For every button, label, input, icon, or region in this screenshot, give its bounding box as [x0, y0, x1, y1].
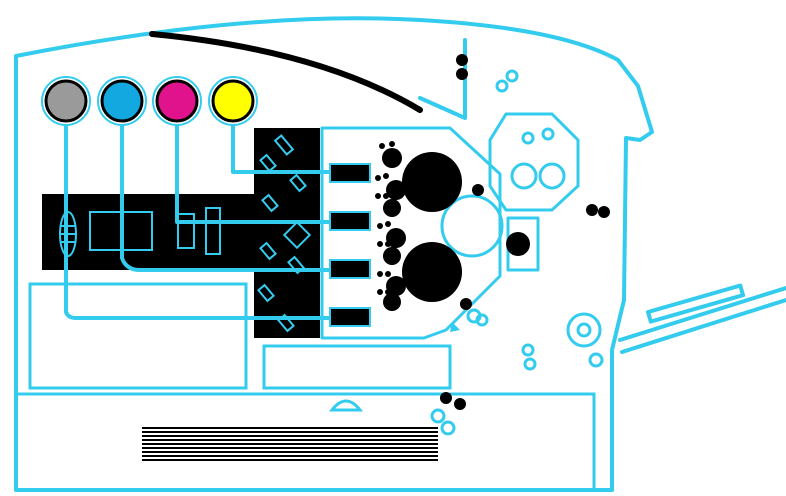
- pickup-roller: [568, 314, 600, 346]
- paper-tray: [16, 394, 594, 490]
- lower-left-box: [30, 284, 246, 388]
- cartridge-cyan: [102, 81, 142, 121]
- photo-drum-upper: [402, 152, 462, 212]
- top-paper-guide: [420, 40, 465, 118]
- cartridge-yellow: [213, 81, 253, 121]
- lower-mid-box: [264, 346, 450, 388]
- developer-slot-2: [330, 212, 370, 230]
- tray-handle: [332, 401, 360, 410]
- fuser-housing: [490, 114, 578, 210]
- fuser-roller-icon: [512, 164, 536, 188]
- developer-slot-4: [330, 308, 370, 326]
- transfer-roller: [506, 232, 530, 256]
- paper-stack-icon: [142, 428, 438, 460]
- cartridge-magenta: [157, 81, 197, 121]
- photo-drum-lower: [402, 242, 462, 302]
- developer-slot-3: [330, 260, 370, 278]
- developer-slot-1: [330, 164, 370, 182]
- cartridge-gray: [46, 81, 86, 121]
- toner-cartridge-icon: [46, 81, 253, 121]
- imaging-housing: [322, 128, 500, 338]
